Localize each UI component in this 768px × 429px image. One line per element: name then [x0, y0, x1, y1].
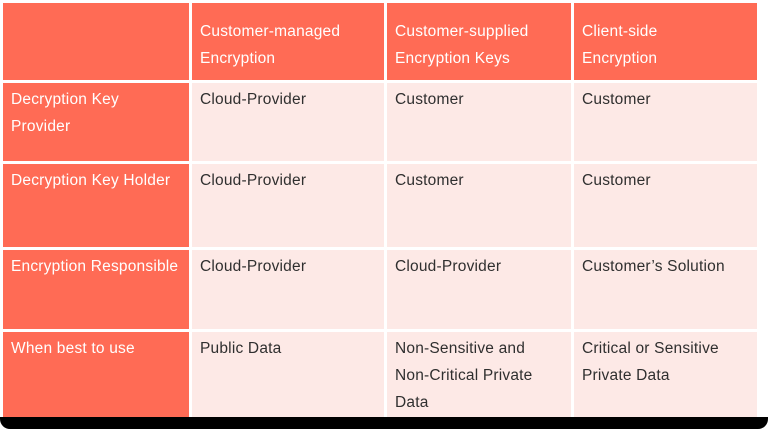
row-header-decryption-key-provider: Decryption Key Provider — [3, 83, 189, 161]
table-cell: Customer — [387, 83, 571, 161]
table-row: Encryption Responsible Cloud-Provider Cl… — [3, 250, 757, 329]
table-cell: Customer — [574, 83, 757, 161]
table-cell: Critical or Sensitive Private Data — [574, 332, 757, 418]
table-cell: Cloud-Provider — [192, 250, 384, 329]
table-row: Decryption Key Holder Cloud-Provider Cus… — [3, 164, 757, 247]
table-row: Decryption Key Provider Cloud-Provider C… — [3, 83, 757, 161]
table-header-row: Customer-managed Encryption Customer-sup… — [3, 3, 757, 80]
table-cell: Cloud-Provider — [192, 83, 384, 161]
row-header-decryption-key-holder: Decryption Key Holder — [3, 164, 189, 247]
table-cell: Customer’s Solution — [574, 250, 757, 329]
corner-header-cell — [3, 3, 189, 80]
table-cell: Customer — [574, 164, 757, 247]
table-cell: Customer — [387, 164, 571, 247]
table-row: When best to use Public Data Non-Sensiti… — [3, 332, 757, 418]
bottom-letterbox-bar — [0, 417, 768, 429]
row-header-when-best-to-use: When best to use — [3, 332, 189, 418]
table-cell: Non-Sensitive and Non-Critical Private D… — [387, 332, 571, 418]
row-header-encryption-responsible: Encryption Responsible — [3, 250, 189, 329]
col-header-customer-supplied-encryption-keys: Customer-supplied Encryption Keys — [387, 3, 571, 80]
table-cell: Public Data — [192, 332, 384, 418]
table-cell: Cloud-Provider — [192, 164, 384, 247]
col-header-customer-managed-encryption: Customer-managed Encryption — [192, 3, 384, 80]
encryption-comparison-table: Customer-managed Encryption Customer-sup… — [3, 3, 757, 418]
col-header-client-side-encryption: Client-side Encryption — [574, 3, 757, 80]
table-cell: Cloud-Provider — [387, 250, 571, 329]
